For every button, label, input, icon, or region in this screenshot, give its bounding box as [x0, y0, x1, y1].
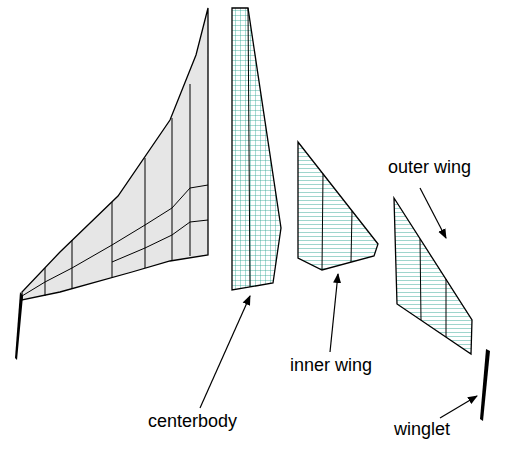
full-planform [15, 8, 208, 360]
outer-wing-part [394, 198, 472, 354]
leader-lines [200, 188, 477, 418]
centerbody-part [232, 8, 281, 290]
part-label: inner wing [290, 356, 372, 374]
part-label: winglet [394, 420, 450, 438]
inner-wing-part [298, 142, 378, 270]
part-label: outer wing [388, 158, 471, 176]
winglet-part [480, 349, 490, 421]
part-label: centerbody [148, 412, 237, 430]
